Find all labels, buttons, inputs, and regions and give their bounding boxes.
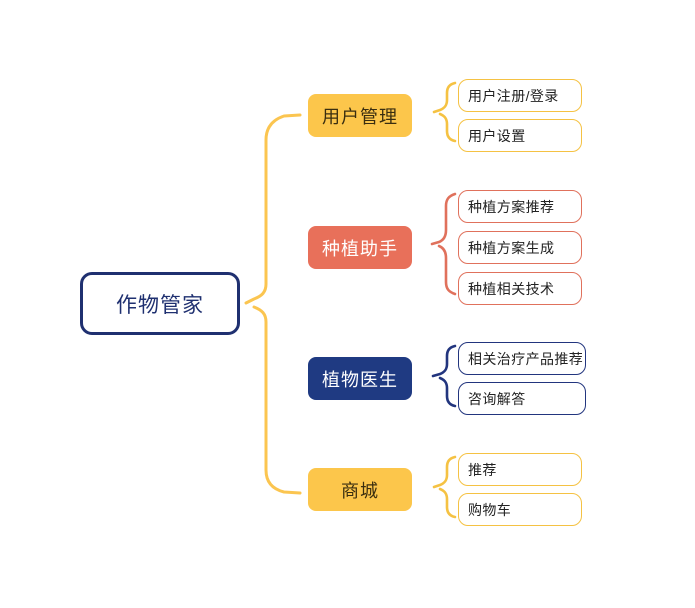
brace-user-management	[432, 81, 457, 143]
leaf-node-planting-related-technology[interactable]: 种植相关技术	[458, 272, 582, 305]
leaf-node-treatment-product-recommendation[interactable]: 相关治疗产品推荐	[458, 342, 586, 375]
leaf-node-label: 种植方案推荐	[468, 198, 555, 215]
leaf-node-label: 相关治疗产品推荐	[468, 350, 584, 367]
leaf-node-label: 推荐	[468, 461, 497, 478]
leaf-node-user-register-login[interactable]: 用户注册/登录	[458, 79, 582, 112]
branch-node-label: 种植助手	[322, 238, 398, 259]
branch-node-mall[interactable]: 商城	[308, 468, 412, 511]
branch-node-label: 商城	[341, 480, 379, 501]
root-node-label: 作物管家	[116, 293, 204, 317]
branch-node-label: 用户管理	[322, 106, 398, 127]
leaf-node-label: 咨询解答	[468, 390, 526, 407]
leaf-node-planting-plan-generation[interactable]: 种植方案生成	[458, 231, 582, 264]
leaf-node-user-settings[interactable]: 用户设置	[458, 119, 582, 152]
branch-node-plant-doctor[interactable]: 植物医生	[308, 357, 412, 400]
leaf-node-label: 用户注册/登录	[468, 87, 559, 104]
branch-node-label: 植物医生	[322, 369, 398, 390]
branch-node-user-management[interactable]: 用户管理	[308, 94, 412, 137]
leaf-node-recommendation[interactable]: 推荐	[458, 453, 582, 486]
leaf-node-planting-plan-recommendation[interactable]: 种植方案推荐	[458, 190, 582, 223]
leaf-node-shopping-cart[interactable]: 购物车	[458, 493, 582, 526]
brace-planting-assistant	[430, 192, 457, 296]
leaf-node-label: 种植相关技术	[468, 280, 555, 297]
leaf-node-label: 种植方案生成	[468, 239, 555, 256]
leaf-node-label: 购物车	[468, 501, 512, 518]
brace-mall	[432, 455, 457, 519]
main-brace	[244, 113, 302, 495]
brace-plant-doctor	[431, 344, 457, 408]
root-node[interactable]: 作物管家	[80, 272, 240, 335]
leaf-node-label: 用户设置	[468, 127, 526, 144]
branch-node-planting-assistant[interactable]: 种植助手	[308, 226, 412, 269]
leaf-node-consultation-answers[interactable]: 咨询解答	[458, 382, 586, 415]
